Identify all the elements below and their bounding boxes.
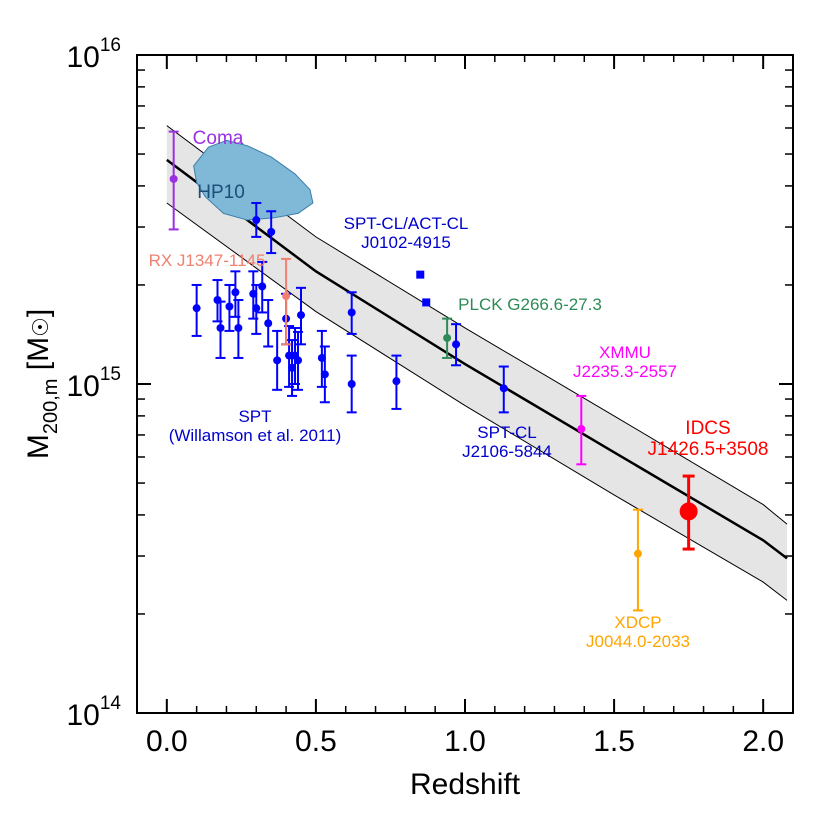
- axes-layer: 0.0 0.5 1.0 1.5 2.0 1014 1015 1016: [66, 35, 794, 758]
- data-point: [282, 292, 291, 301]
- model-band: [166, 125, 788, 601]
- model-median-line: [166, 158, 788, 560]
- error-bar: [281, 257, 292, 346]
- data-point: [294, 356, 303, 365]
- data-point: [192, 304, 201, 313]
- data-point: [452, 340, 461, 349]
- annotation-label: Coma: [193, 128, 244, 149]
- y-axis-title: M200,m [M☉]: [22, 309, 62, 459]
- data-point: [499, 384, 508, 393]
- data-point: [225, 302, 234, 311]
- data-point: [320, 370, 329, 379]
- y-tick-label: 1015: [66, 364, 121, 403]
- svg-text:M200,m [M☉]: M200,m [M☉]: [22, 309, 62, 459]
- data-point: [169, 174, 178, 183]
- data-point: [264, 319, 273, 328]
- annotation-label: PLCK G266.6-27.3: [458, 295, 602, 314]
- x-tick-label: 2.0: [742, 725, 784, 758]
- x-tick-label: 0.0: [146, 725, 188, 758]
- x-tick-label: 1.0: [444, 725, 486, 758]
- x-tick-label: 1.5: [593, 725, 635, 758]
- data-point: [252, 304, 261, 313]
- data-point: [297, 311, 305, 320]
- y-tick-label: 1014: [66, 693, 121, 732]
- annotation-label: HP10: [197, 182, 245, 203]
- model-upper-line: [166, 125, 788, 525]
- hp10-region: [193, 139, 314, 221]
- y-tick-label: 1016: [66, 35, 121, 74]
- region-layer: [193, 139, 314, 221]
- x-tick-label: 0.5: [295, 725, 337, 758]
- data-point-highlight: [679, 502, 698, 521]
- data-point: [347, 380, 356, 388]
- annotation-label: RX J1347-1145: [149, 251, 266, 270]
- data-point: [273, 356, 282, 365]
- points-layer: [168, 130, 698, 612]
- data-point: [347, 308, 356, 317]
- data-point-square: [416, 270, 425, 279]
- data-point: [633, 549, 642, 558]
- data-point: [392, 377, 401, 386]
- annotation-label: SPT(Willamson et al. 2011): [169, 407, 342, 445]
- data-point: [231, 288, 240, 297]
- data-point: [216, 323, 225, 332]
- data-point: [258, 282, 267, 291]
- data-point: [577, 424, 586, 433]
- data-point: [252, 216, 261, 225]
- x-axis-title: Redshift: [410, 768, 521, 801]
- data-point-square: [422, 298, 431, 307]
- error-bar: [632, 508, 643, 612]
- data-point: [267, 227, 276, 236]
- data-point: [234, 323, 243, 332]
- data-point: [443, 333, 452, 342]
